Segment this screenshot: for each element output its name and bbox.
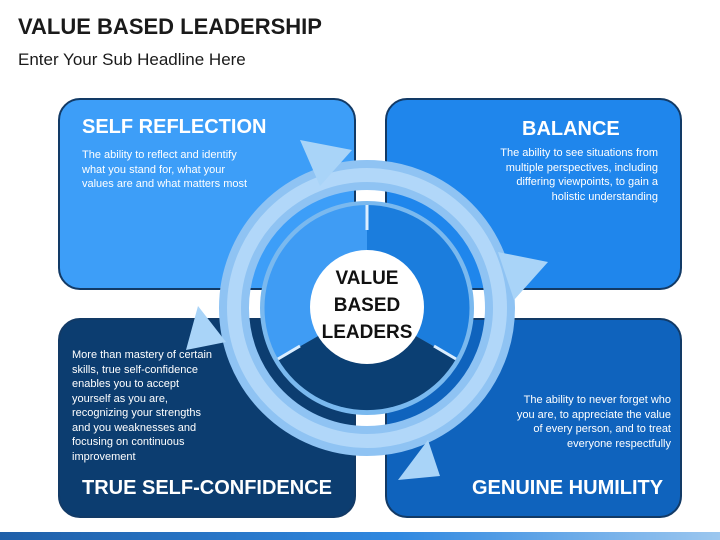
center-label: VALUE BASED LEADERS [315, 265, 419, 346]
bottom-accent-bar [0, 532, 720, 540]
quadrant-desc-true-self-confidence: More than mastery of certain skills, tru… [72, 349, 213, 463]
outer-ring-highlight [227, 168, 507, 448]
center-circle [310, 250, 424, 364]
divider-right [433, 344, 457, 361]
quadrant-title-self-reflection: SELF REFLECTION [82, 116, 267, 138]
divider-left [277, 344, 301, 361]
quadrant-title-genuine-humility: GENUINE HUMILITY [472, 477, 664, 499]
page-title: VALUE BASED LEADERSHIP [18, 14, 322, 39]
arrow-head-bottom [398, 440, 440, 480]
arrow-head-right [498, 252, 548, 300]
quadrant-desc-balance: The ability to see situations from multi… [500, 147, 658, 203]
quadrant-desc-self-reflection: The ability to reflect and identify what… [82, 149, 248, 190]
center-label-line1: VALUE [335, 268, 399, 289]
quadrant-desc-genuine-humility: The ability to never forget who you are,… [516, 394, 671, 450]
page-subtitle: Enter Your Sub Headline Here [18, 50, 246, 69]
center-label-line2: BASED [333, 295, 401, 316]
arrow-head-top [300, 140, 352, 186]
quadrant-title-true-self-confidence: TRUE SELF-CONFIDENCE [82, 477, 332, 499]
center-label-line3: LEADERS [321, 322, 413, 343]
arrow-head-left [186, 306, 226, 350]
quadrant-title-balance: BALANCE [522, 118, 620, 140]
